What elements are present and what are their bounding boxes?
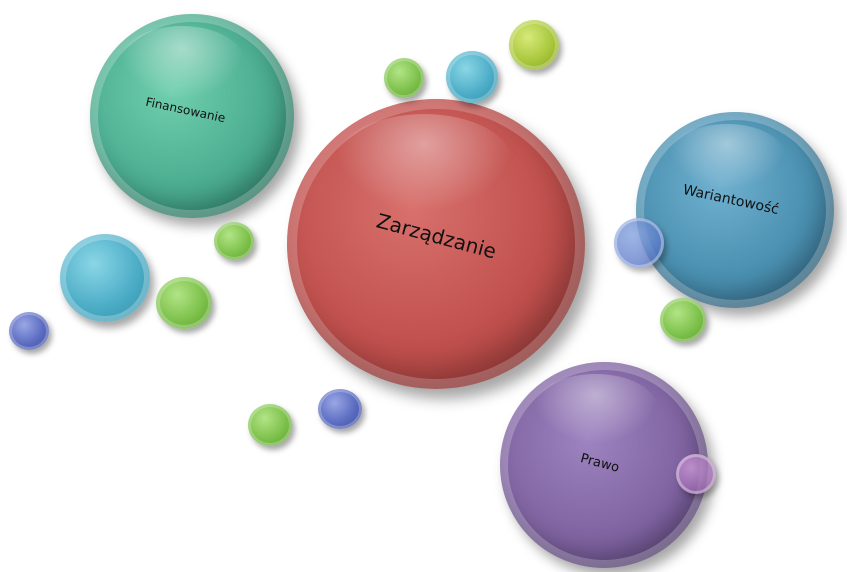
small-bubble-violet-ring xyxy=(676,454,716,494)
small-bubble-green-top xyxy=(384,58,424,98)
bubble-finansowanie: Finansowanie xyxy=(90,14,294,218)
small-bubble-teal-top xyxy=(446,51,498,103)
finansowanie-label: Finansowanie xyxy=(144,94,228,126)
small-bubble-green-bottom xyxy=(248,404,292,446)
wariantowosc-label: Wariantowość xyxy=(681,182,781,218)
small-bubble-blue-ring xyxy=(614,218,664,268)
prawo-label: Prawo xyxy=(578,450,622,476)
bubble-wariantowosc: Wariantowość xyxy=(636,112,834,308)
small-bubble-lime-top xyxy=(509,20,559,70)
small-bubble-green-left xyxy=(156,277,212,329)
small-bubble-green-mid xyxy=(214,222,254,260)
small-bubble-green-right xyxy=(660,298,706,342)
small-bubble-blue-left xyxy=(9,312,49,350)
zarzadzanie-label: Zarządzanie xyxy=(373,208,499,264)
bubble-zarzadzanie: Zarządzanie xyxy=(287,99,585,389)
small-bubble-blue-bottom xyxy=(318,389,362,429)
small-bubble-teal-left xyxy=(60,234,150,322)
